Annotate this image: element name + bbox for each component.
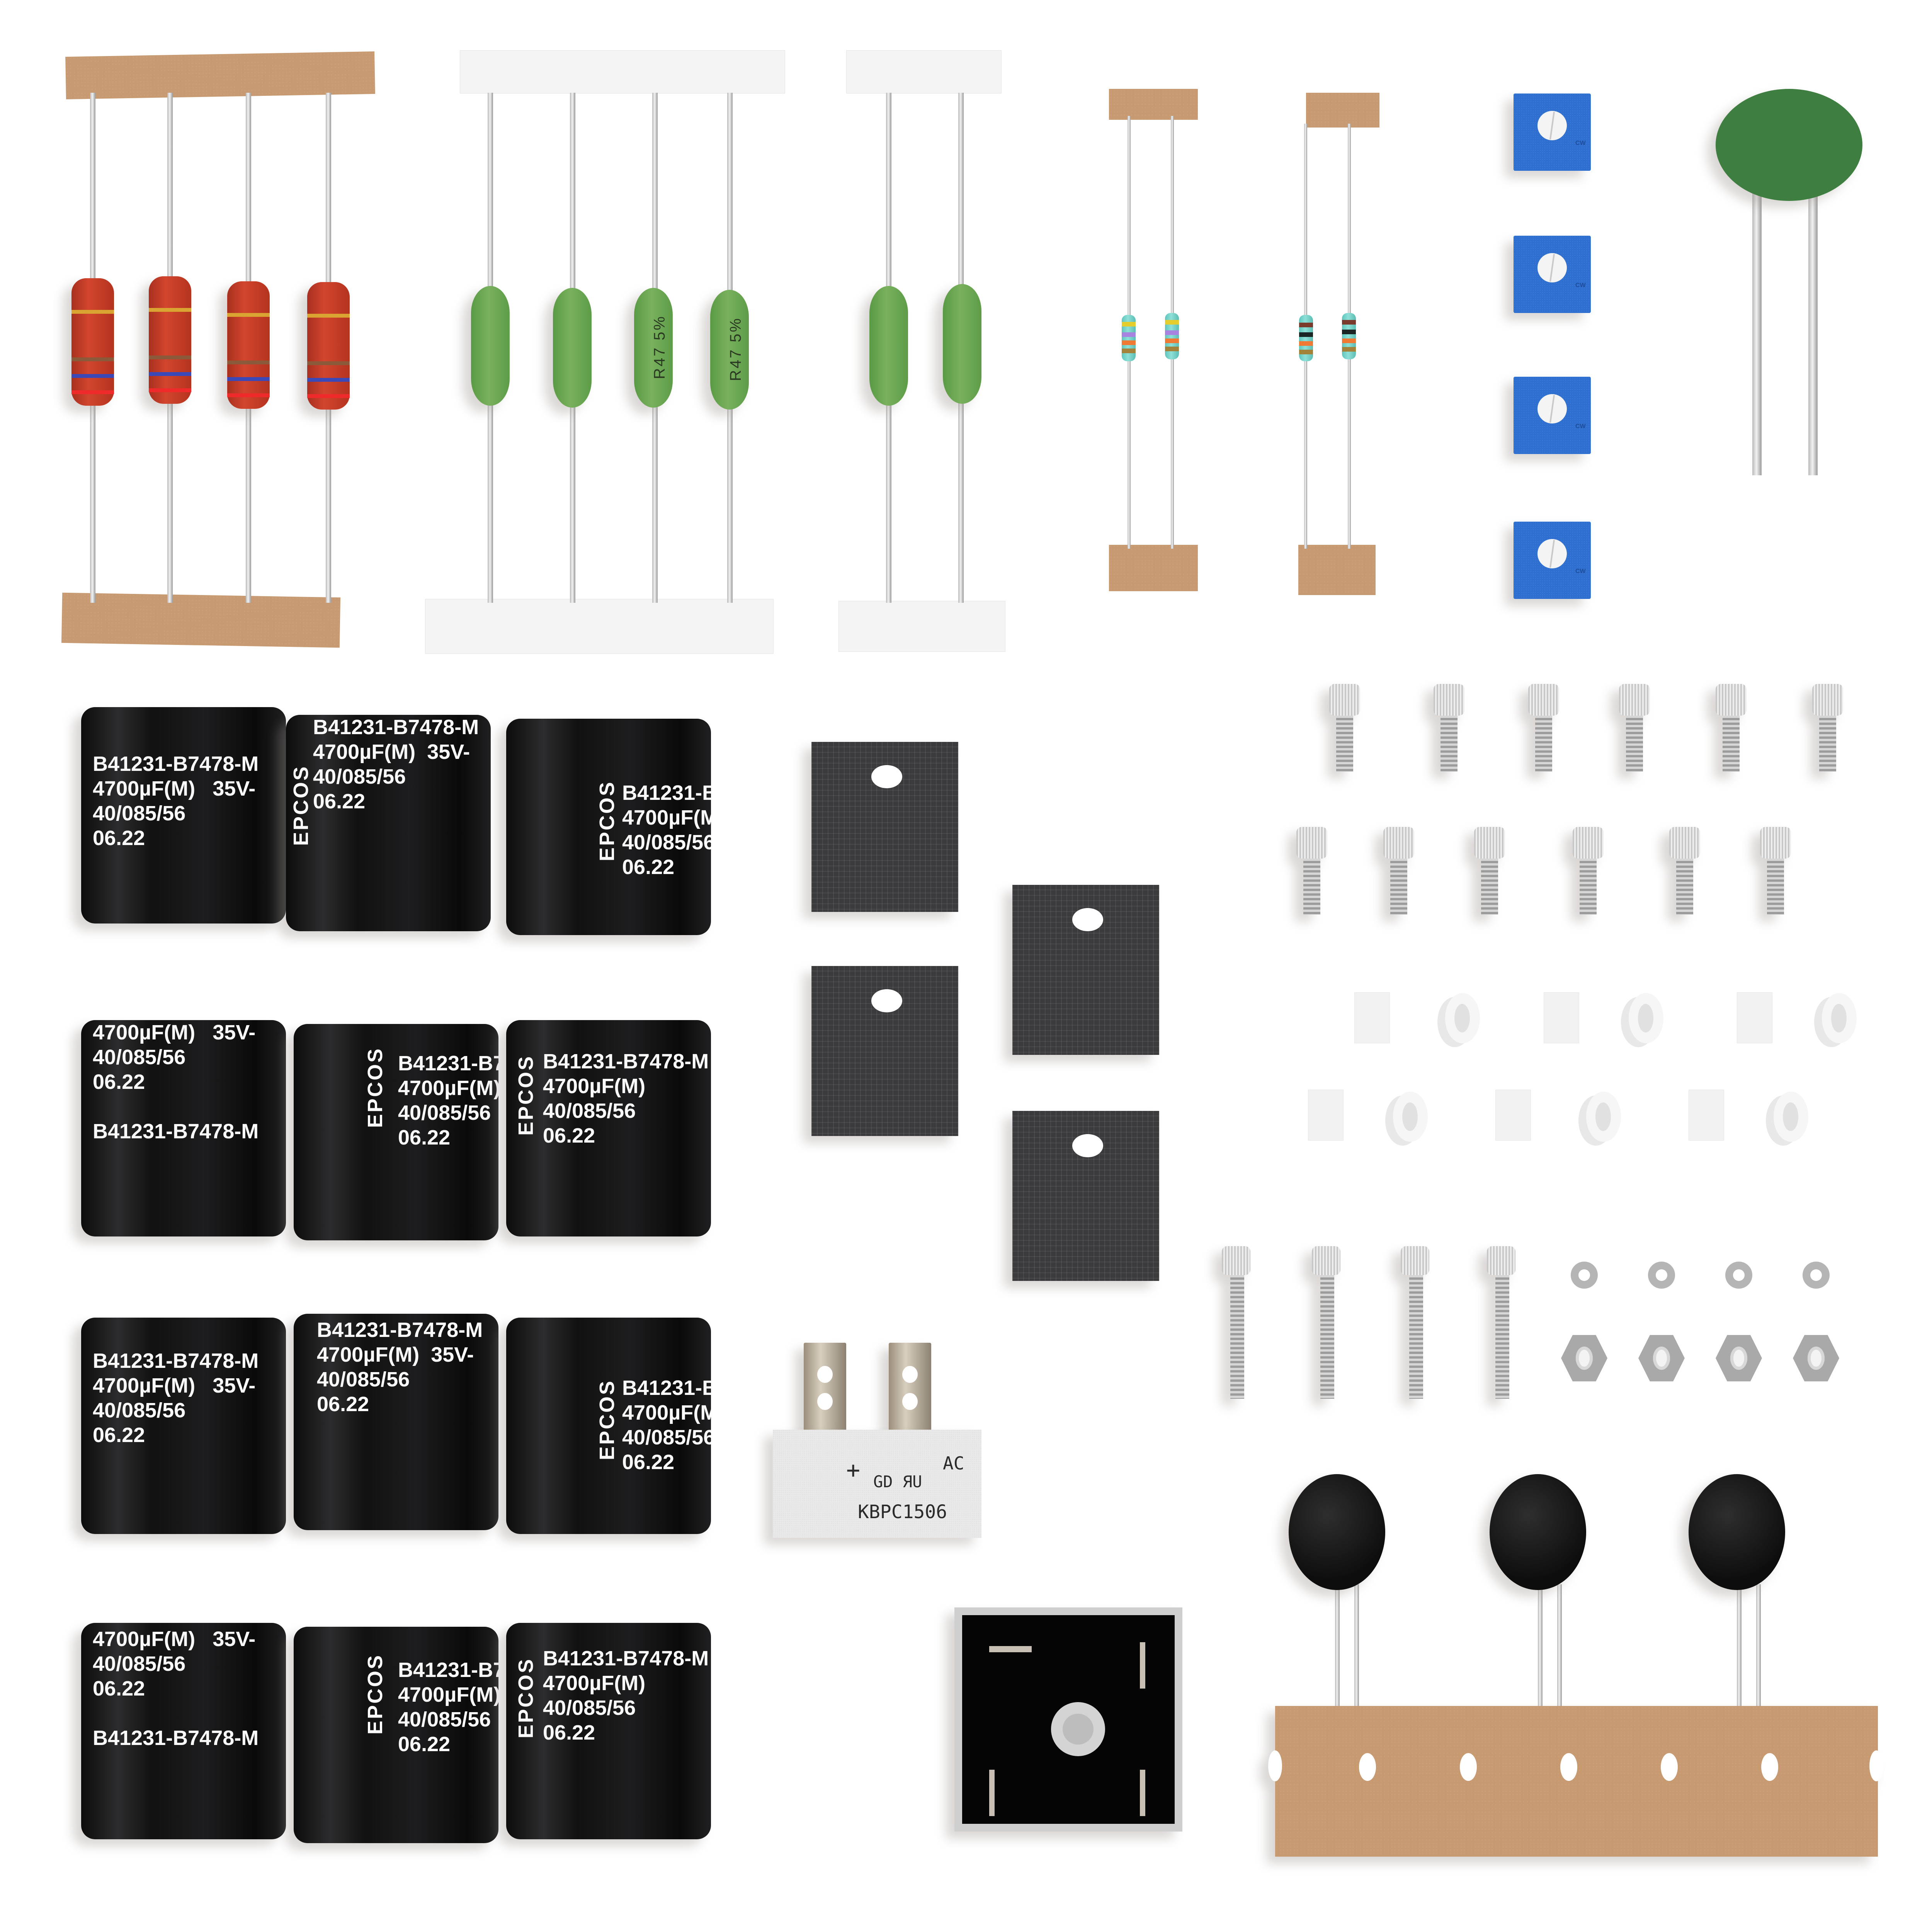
washer bbox=[1803, 1262, 1830, 1289]
red-power-resistor bbox=[227, 281, 270, 409]
tape-strip-top bbox=[65, 51, 375, 99]
ntc-thermistor bbox=[1490, 1474, 1586, 1590]
socket-cap-screw bbox=[1619, 684, 1650, 772]
adjust-screw-icon bbox=[1537, 111, 1567, 140]
electrolytic-capacitor: EPCOS B41231-B7478-M 4700µF(M) 40/085/56… bbox=[294, 1627, 498, 1843]
green-wirewound-resistor bbox=[471, 286, 510, 406]
electrolytic-capacitor: EPCOS B41231-B7478-M 4700µF(M) 35V- 40/0… bbox=[286, 715, 491, 931]
green-wirewound-resistor bbox=[869, 286, 908, 406]
insulating-pad bbox=[811, 966, 958, 1136]
metal-film-resistor-10k bbox=[1342, 313, 1356, 359]
hex-nut bbox=[1561, 1335, 1607, 1381]
adjust-screw-icon bbox=[1537, 394, 1567, 423]
nylon-spacer bbox=[1689, 1090, 1724, 1141]
hex-nut bbox=[1793, 1335, 1839, 1381]
green-wirewound-resistor: R47 5% bbox=[634, 288, 673, 408]
red-power-resistor bbox=[71, 278, 114, 406]
nylon-spacer bbox=[1308, 1090, 1344, 1141]
socket-cap-screw bbox=[1760, 827, 1791, 915]
electrolytic-capacitor: EPCOS B41231-B7478-M 4700µF(M) 40/085/56… bbox=[506, 1623, 711, 1839]
ntc-thermistor bbox=[1289, 1474, 1385, 1590]
ac-marking: AC bbox=[943, 1453, 964, 1474]
electrolytic-capacitor: EPCOS B41231-B7478-M 4700µF(M) 40/085/56… bbox=[506, 1020, 711, 1236]
cert-logos: GD ЯU bbox=[873, 1472, 922, 1491]
electrolytic-capacitor: 4700µF(M) 35V- 40/085/56 06.22 B41231-B7… bbox=[81, 1020, 286, 1236]
trimmer-potentiometer: CW bbox=[1514, 377, 1591, 454]
trimmer-potentiometer: CW bbox=[1514, 236, 1591, 313]
insulating-pad bbox=[1012, 1111, 1159, 1281]
socket-cap-screw bbox=[1329, 684, 1360, 772]
trimmer-potentiometer: CW bbox=[1514, 94, 1591, 171]
electrolytic-capacitor: EPCOS B41231-B7478-M 4700µF(M) 40/085/56… bbox=[294, 1024, 498, 1240]
electrolytic-capacitor: B41231-B7478-M 4700µF(M) 35V- 40/085/56 … bbox=[81, 707, 286, 923]
electrolytic-capacitor: B41231-B7478-M 4700µF(M) 35V- 40/085/56 … bbox=[81, 1318, 286, 1534]
socket-cap-screw bbox=[1669, 827, 1700, 915]
nylon-spacer bbox=[1544, 992, 1579, 1043]
nylon-spacer bbox=[1737, 992, 1772, 1043]
socket-cap-screw bbox=[1474, 827, 1505, 915]
electrolytic-capacitor: 4700µF(M) 35V- 40/085/56 06.22 B41231-B7… bbox=[81, 1623, 286, 1839]
red-power-resistor bbox=[149, 276, 191, 404]
metal-film-resistor-47k bbox=[1122, 315, 1136, 361]
insulating-pad bbox=[1012, 885, 1159, 1055]
washer bbox=[1648, 1262, 1675, 1289]
electrolytic-capacitor: EPCOS B41231-B7478-M 4700µF(M) 40/085/56… bbox=[506, 719, 711, 935]
nylon-spacer bbox=[1445, 993, 1480, 1043]
tape-strip-bottom bbox=[61, 592, 341, 648]
nylon-spacer bbox=[1629, 993, 1663, 1043]
hex-nut bbox=[1716, 1335, 1762, 1381]
electrolytic-capacitor: B41231-B7478-M 4700µF(M) 35V- 40/085/56 … bbox=[294, 1314, 498, 1530]
plus-marking: + bbox=[846, 1457, 861, 1484]
insulating-pad bbox=[811, 742, 958, 912]
washer bbox=[1725, 1262, 1752, 1289]
part-number: KBPC1506 bbox=[858, 1501, 947, 1523]
socket-cap-screw bbox=[1716, 684, 1747, 772]
nylon-spacer bbox=[1354, 992, 1390, 1043]
socket-cap-screw bbox=[1528, 684, 1559, 772]
white-tape-top bbox=[460, 50, 785, 94]
socket-cap-screw bbox=[1434, 684, 1464, 772]
green-wirewound-resistor bbox=[943, 284, 981, 404]
green-wirewound-resistor: R47 5% bbox=[710, 290, 749, 410]
long-socket-cap-screw bbox=[1401, 1246, 1432, 1399]
terminal-tab bbox=[889, 1343, 931, 1443]
trimmer-potentiometer: CW bbox=[1514, 522, 1591, 599]
resistor-marking: R47 5% bbox=[651, 315, 668, 379]
white-tape-bottom bbox=[425, 599, 774, 654]
long-socket-cap-screw bbox=[1222, 1246, 1253, 1399]
metal-film-resistor-10k bbox=[1299, 315, 1313, 361]
nylon-spacer bbox=[1774, 1092, 1808, 1142]
adjust-screw-icon bbox=[1537, 253, 1567, 282]
green-wirewound-resistor bbox=[553, 288, 592, 408]
nylon-spacer bbox=[1393, 1092, 1428, 1142]
terminal-tab bbox=[804, 1343, 846, 1443]
red-power-resistor bbox=[307, 282, 350, 410]
electrolytic-capacitor: EPCOS B41231-B7478-M 4700µF(M) 40/085/56… bbox=[506, 1318, 711, 1534]
adjust-screw-icon bbox=[1537, 539, 1567, 568]
nylon-spacer bbox=[1495, 1090, 1531, 1141]
hex-nut bbox=[1638, 1335, 1685, 1381]
long-socket-cap-screw bbox=[1487, 1246, 1518, 1399]
mounting-hole-icon bbox=[1051, 1702, 1105, 1756]
socket-cap-screw bbox=[1296, 827, 1327, 915]
socket-cap-screw bbox=[1573, 827, 1604, 915]
bridge-rectifier-back bbox=[954, 1607, 1182, 1832]
long-socket-cap-screw bbox=[1312, 1246, 1343, 1399]
metal-film-resistor-47k bbox=[1165, 313, 1179, 359]
thermistor-tape bbox=[1268, 1706, 1883, 1857]
socket-cap-screw bbox=[1812, 684, 1843, 772]
ntc-thermistor bbox=[1689, 1474, 1785, 1590]
socket-cap-screw bbox=[1383, 827, 1414, 915]
nylon-spacer bbox=[1822, 993, 1857, 1043]
washer bbox=[1571, 1262, 1598, 1289]
resistor-marking: R47 5% bbox=[727, 317, 744, 381]
nylon-spacer bbox=[1586, 1092, 1621, 1142]
